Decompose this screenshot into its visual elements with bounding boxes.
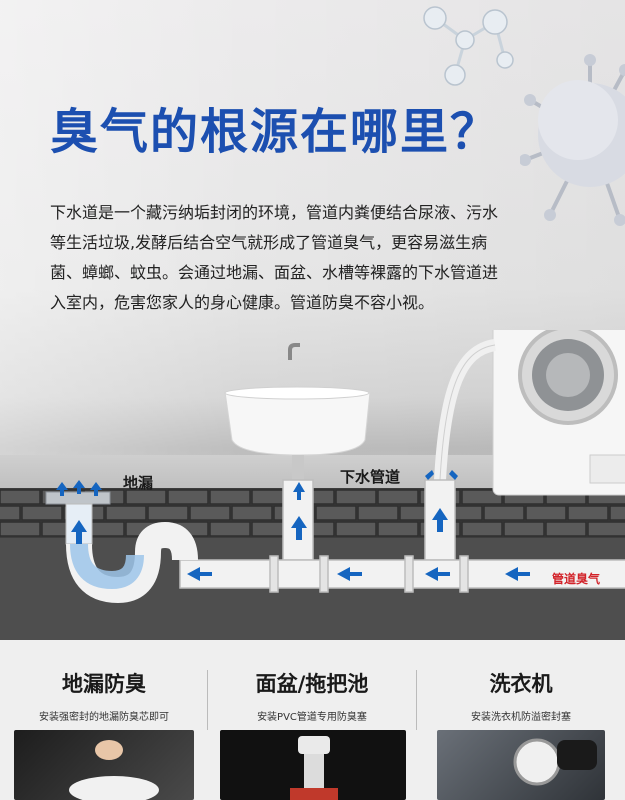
card-basin: 面盆/拖把池 安装PVC管道专用防臭塞 [208, 640, 416, 800]
basin-plug-photo [220, 730, 406, 800]
card-title: 洗衣机 [489, 672, 553, 696]
washer-seal-photo [437, 730, 605, 800]
card-divider [207, 670, 208, 730]
odor-label: 管道臭气 [552, 572, 601, 586]
floor-drain-photo [14, 730, 194, 800]
floor-drain-label: 地漏 [123, 474, 154, 492]
sink [224, 343, 371, 485]
card-title: 面盆/拖把池 [255, 672, 369, 696]
description-text: 下水道是一个藏污纳垢封闭的环境，管道内粪便结合尿液、污水等生活垃圾,发酵后结合空… [50, 203, 499, 312]
card-divider [416, 670, 417, 730]
hero-section: 臭气的根源在哪里？ 下水道是一个藏污纳垢封闭的环境，管道内粪便结合尿液、污水等生… [0, 0, 625, 640]
virus-icon [520, 54, 625, 226]
card-subtitle: 安装PVC管道专用防臭塞 [257, 712, 367, 723]
plumbing-diagram [0, 330, 625, 640]
card-floor-drain: 地漏防臭 安装强密封的地漏防臭芯即可 [0, 640, 208, 800]
molecule-icon [423, 6, 514, 86]
card-washer: 洗衣机 安装洗衣机防溢密封塞 [417, 640, 625, 800]
solutions-section: 地漏防臭 安装强密封的地漏防臭芯即可 面盆/拖把池 安装PVC管道专用防臭塞 洗… [0, 640, 625, 800]
card-subtitle: 安装洗衣机防溢密封塞 [471, 712, 571, 723]
page-title: 臭气的根源在哪里？ [50, 104, 501, 160]
washing-machine [492, 330, 625, 496]
card-subtitle: 安装强密封的地漏防臭芯即可 [39, 712, 169, 723]
sewer-pipe-label: 下水管道 [340, 468, 401, 486]
card-title: 地漏防臭 [62, 672, 146, 696]
